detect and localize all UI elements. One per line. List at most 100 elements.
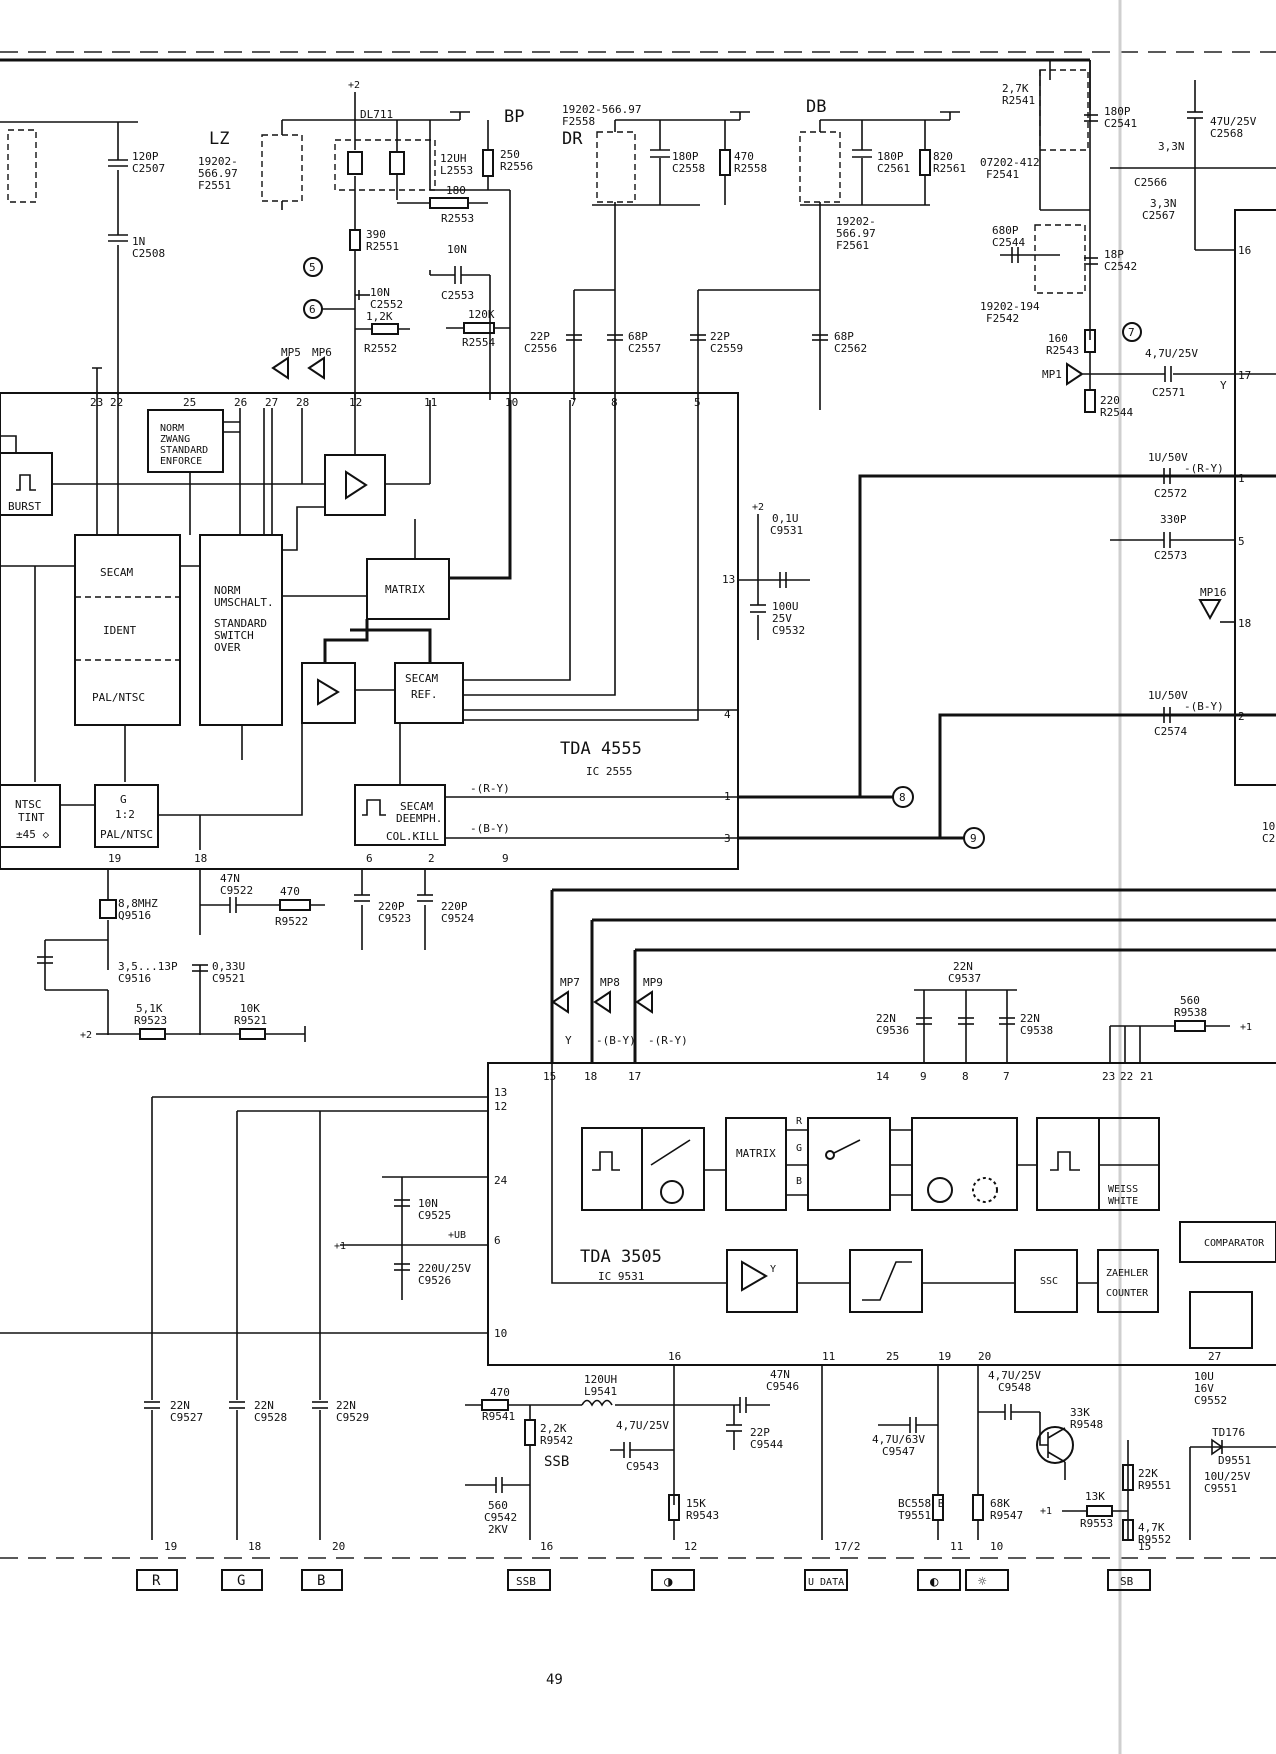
c2573-value: 330P xyxy=(1160,513,1187,526)
filter-label-lz: LZ xyxy=(209,129,229,149)
lpin-21: 21 xyxy=(1140,1070,1153,1083)
c2557-ref: C2557 xyxy=(628,342,661,355)
c9547-ref: C9547 xyxy=(882,1445,915,1458)
c2541-value: 180P xyxy=(1104,105,1131,118)
c9523-ref: C9523 xyxy=(378,912,411,925)
c2572-ref: C2572 xyxy=(1154,487,1187,500)
f2542-part: 19202-194 xyxy=(980,300,1040,313)
sig-ry-lower: -(R-Y) xyxy=(648,1034,688,1047)
c9526-value: 220U/25V xyxy=(418,1262,471,1275)
r2543-value: 160 xyxy=(1048,332,1068,345)
pin-27: 27 xyxy=(265,396,278,409)
conn-pin-12: 12 xyxy=(684,1540,697,1553)
node-7: 7 xyxy=(1128,326,1135,339)
ntsc-tint-3: ±45 ◇ xyxy=(16,828,49,841)
deemph-1: SECAM xyxy=(400,800,433,813)
c2566-value: 3,3N xyxy=(1158,140,1185,153)
tp-mp6: MP6 xyxy=(312,346,332,359)
node-6: 6 xyxy=(309,303,316,316)
c9525-value: 10N xyxy=(418,1197,438,1210)
norm-zwang-2: ZWANG xyxy=(160,434,190,445)
d9551-type: TD176 xyxy=(1212,1426,1245,1439)
sig-y-right: Y xyxy=(1220,379,1227,392)
conn-label-ssb: SSB xyxy=(516,1575,536,1588)
norm-umsch-5: OVER xyxy=(214,641,241,654)
norm-umsch-3: STANDARD xyxy=(214,617,267,630)
c9546-ref: C9546 xyxy=(766,1380,799,1393)
r2551-ref: R2551 xyxy=(366,240,399,253)
c9522-value: 47N xyxy=(220,872,240,885)
c9551-ref: C9551 xyxy=(1204,1482,1237,1495)
lpin-9: 9 xyxy=(920,1070,927,1083)
lpin-11: 11 xyxy=(822,1350,835,1363)
c9527-value: 22N xyxy=(170,1399,190,1412)
l2553-ref: L2553 xyxy=(440,164,473,177)
r9553-ref: R9553 xyxy=(1080,1517,1113,1530)
ic-tda3505-ref: IC 9531 xyxy=(598,1270,644,1283)
c9532-value: 100U xyxy=(772,600,799,613)
supply-plus2-top: +2 xyxy=(348,80,360,91)
c9536-ref: C9536 xyxy=(876,1024,909,1037)
r9547-ref: T9551 xyxy=(898,1509,931,1522)
ntsc-tint-2: TINT xyxy=(18,811,45,824)
node-9: 9 xyxy=(970,832,977,845)
q9516-value: 8,8MHZ xyxy=(118,897,158,910)
g-div-3: PAL/NTSC xyxy=(100,828,153,841)
pin-26: 26 xyxy=(234,396,247,409)
c2541-ref: C2541 xyxy=(1104,117,1137,130)
cap-c2508-ref: C2508 xyxy=(132,247,165,260)
lpin-17: 17 xyxy=(628,1070,641,1083)
connector-row: 19 18 20 16 12 17/2 11 10 15 R G B SSB ◑… xyxy=(136,1540,1151,1591)
r9541-value: 470 xyxy=(490,1386,510,1399)
c2544-ref: C2544 xyxy=(992,236,1025,249)
conn-pin-11: 11 xyxy=(950,1540,963,1553)
r9552-ref: R9552 xyxy=(1138,1533,1171,1546)
f2551-part2: 566.97 xyxy=(198,167,238,180)
node-8: 8 xyxy=(899,791,906,804)
f2561-part2: 566.97 xyxy=(836,227,876,240)
c9536-value: 22N xyxy=(876,1012,896,1025)
conn-pin-10: 10 xyxy=(990,1540,1003,1553)
lpin-19: 19 xyxy=(938,1350,951,1363)
c2562-ref: C2562 xyxy=(834,342,867,355)
r9543-ref: R9543 xyxy=(686,1509,719,1522)
lpin-12: 12 xyxy=(494,1100,507,1113)
tp-mp16: MP16 xyxy=(1200,586,1227,599)
supply-plus1-right: +1 xyxy=(1240,1022,1252,1033)
c2574-ref: C2574 xyxy=(1154,725,1187,738)
ntsc-tint-1: NTSC xyxy=(15,798,42,811)
sig-by-right: -(B-Y) xyxy=(1184,700,1224,713)
c9544-ref: C9544 xyxy=(750,1438,783,1451)
zaehler-1: ZAEHLER xyxy=(1106,1268,1149,1279)
sig-by-lower: -(B-Y) xyxy=(596,1034,636,1047)
f2542-ref: F2542 xyxy=(986,312,1019,325)
sig-y-buffer: Y xyxy=(770,1264,776,1275)
lpin-8: 8 xyxy=(962,1070,969,1083)
c9526-ref: C9526 xyxy=(418,1274,451,1287)
f2541-ref: F2541 xyxy=(986,168,1019,181)
cut-label-2: C2 xyxy=(1262,832,1275,845)
g-div-2: 1:2 xyxy=(115,808,135,821)
c2567-value: 3,3N xyxy=(1150,197,1177,210)
norm-zwang-1: NORM xyxy=(160,423,184,434)
c2561-ref: C2561 xyxy=(877,162,910,175)
l9541-value: 120UH xyxy=(584,1373,617,1386)
t9551-type: 33K xyxy=(1070,1406,1090,1419)
c9528-value: 22N xyxy=(254,1399,274,1412)
ic-tda3505-name: TDA 3505 xyxy=(580,1247,662,1267)
conn-label-sb: SB xyxy=(1120,1575,1134,1588)
r2558-value: 470 xyxy=(734,150,754,163)
r9523-ref: R9523 xyxy=(134,1014,167,1027)
pin-6: 6 xyxy=(366,852,373,865)
secam-ref-1: SECAM xyxy=(405,672,438,685)
r9541-ref: R9541 xyxy=(482,1410,515,1423)
c2567-ref: C2567 xyxy=(1142,209,1175,222)
sig-ry-right: -(R-Y) xyxy=(1184,462,1224,475)
lpin-13: 13 xyxy=(494,1086,507,1099)
c2572-value: 1U/50V xyxy=(1148,451,1188,464)
r9538-value: 560 xyxy=(1180,994,1200,1007)
cap-c2508-value: 1N xyxy=(132,235,145,248)
l9541-ref: L9541 xyxy=(584,1385,617,1398)
tp-mp8: MP8 xyxy=(600,976,620,989)
lpin-27: 27 xyxy=(1208,1350,1221,1363)
